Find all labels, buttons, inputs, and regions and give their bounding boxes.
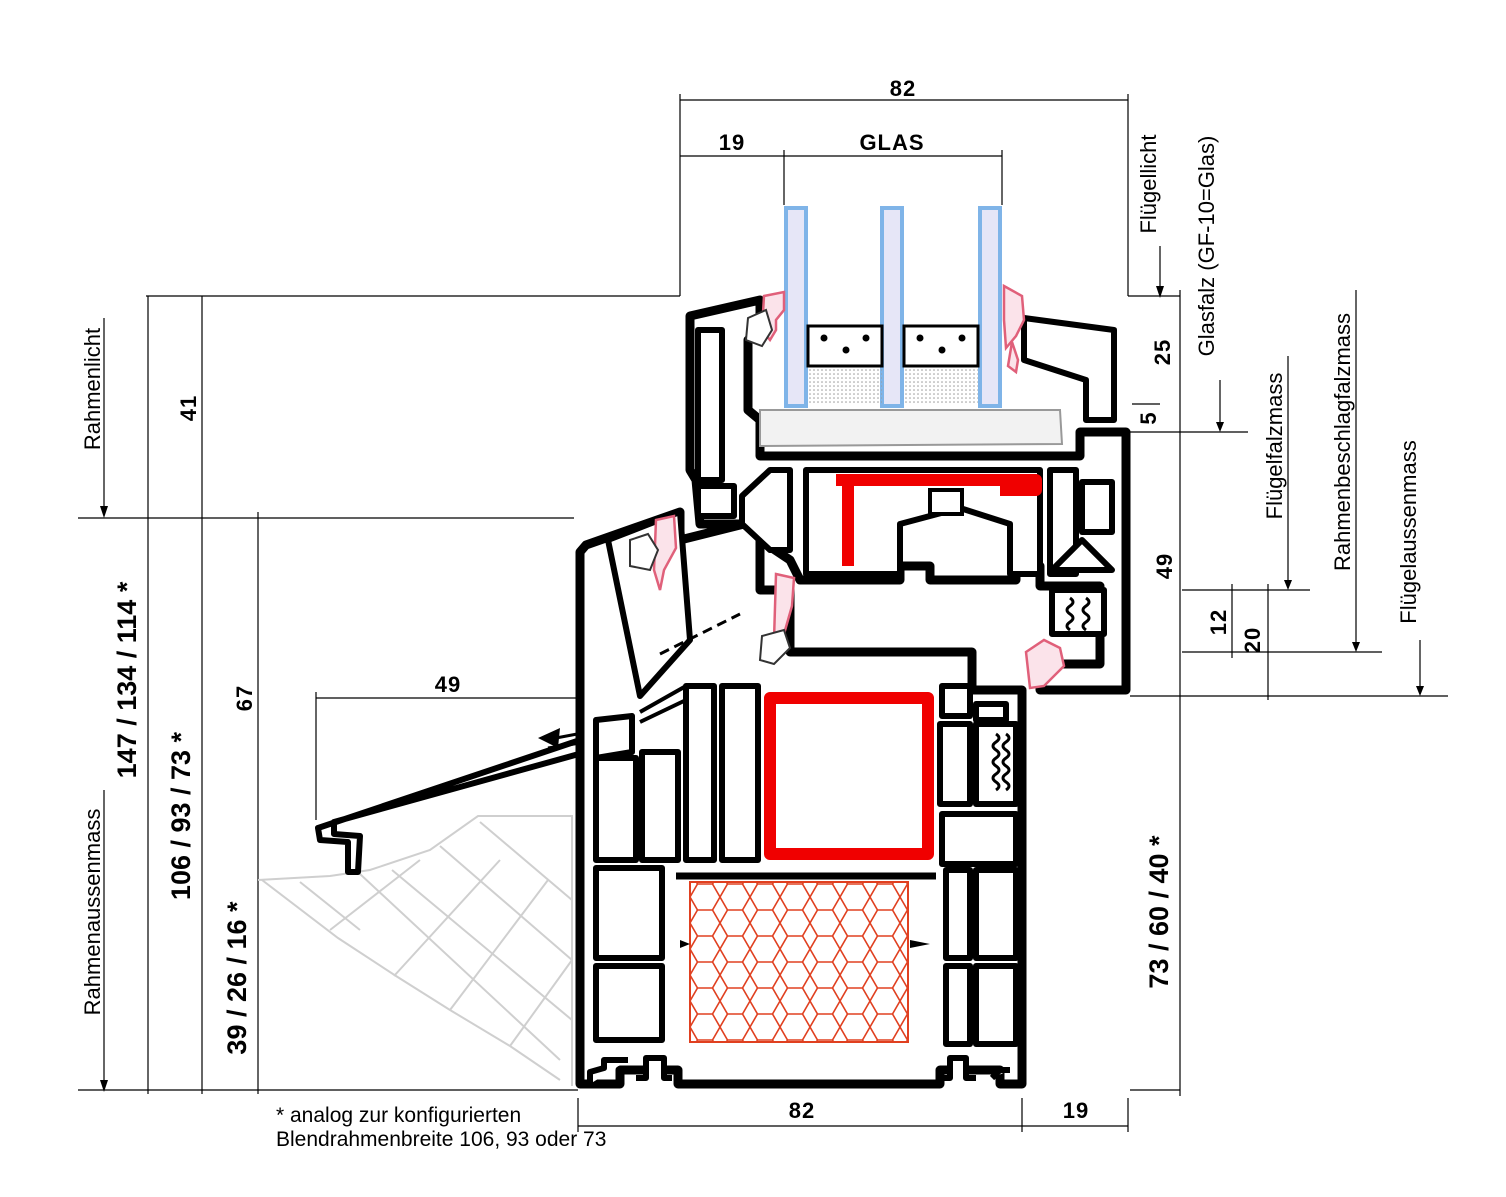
glass-pane-inner: [978, 206, 1002, 408]
dim-20: 20: [1240, 627, 1265, 653]
dim-right-lower: 73 / 60 / 40 *: [1144, 835, 1174, 989]
dim-top-82: 82: [890, 76, 916, 101]
dimension-lines: [78, 94, 1448, 1132]
label-rahmenbeschlagfalzmass: Rahmenbeschlagfalzmass: [1330, 313, 1355, 571]
triple-glazing: [759, 206, 1064, 448]
dim-25: 25: [1150, 339, 1175, 365]
label-fluegellicht: Flügellicht: [1136, 134, 1161, 233]
label-glasfalz: Glasfalz (GF-10=Glas): [1194, 136, 1219, 357]
glass-pane-middle: [880, 206, 904, 408]
footnote: * analog zur konfigurierten Blendrahmenb…: [276, 1104, 606, 1152]
side-labels: Rahmenlicht Rahmenaussenmass Flügellicht…: [80, 134, 1421, 1015]
label-rahmenaussenmass: Rahmenaussenmass: [80, 809, 105, 1016]
dim-12: 12: [1206, 609, 1231, 635]
dim-top-19: 19: [719, 130, 745, 155]
dim-sill-height: 39 / 26 / 16 *: [222, 901, 252, 1055]
dim-bottom-82: 82: [789, 1098, 815, 1123]
dim-sill-49: 49: [435, 672, 461, 697]
glass-pane-outer: [784, 206, 808, 408]
insulation-core: [689, 881, 909, 1043]
frame-steel-reinforcement: [764, 692, 934, 860]
sash-steel-reinforcement: [836, 474, 1042, 566]
dim-49-right: 49: [1152, 553, 1177, 579]
label-rahmenlicht: Rahmenlicht: [80, 328, 105, 450]
dim-frame-width: 106 / 93 / 73 *: [166, 731, 196, 900]
dim-41: 41: [176, 395, 201, 421]
wall-section: [257, 815, 573, 1086]
outer-frame: [575, 507, 1027, 1089]
footnote-line-1: * analog zur konfigurierten: [276, 1104, 522, 1127]
dim-glas: GLAS: [859, 130, 924, 155]
dim-bottom-19: 19: [1063, 1098, 1089, 1123]
dim-67: 67: [232, 685, 257, 711]
dimension-labels: 82 19 GLAS 49 82 19 41 67 25 5 49 12 20 …: [112, 76, 1265, 1123]
dim-5: 5: [1136, 411, 1161, 424]
gaskets: [629, 283, 1066, 690]
footnote-line-2: Blendrahmenbreite 106, 93 oder 73: [276, 1128, 607, 1151]
dim-frame-outer: 147 / 134 / 114 *: [112, 581, 142, 778]
label-fluegelaussenmass: Flügelaussenmass: [1396, 440, 1421, 623]
arrow-icon: [538, 728, 560, 748]
label-fluegelfalzmass: Flügelfalzmass: [1262, 373, 1287, 520]
